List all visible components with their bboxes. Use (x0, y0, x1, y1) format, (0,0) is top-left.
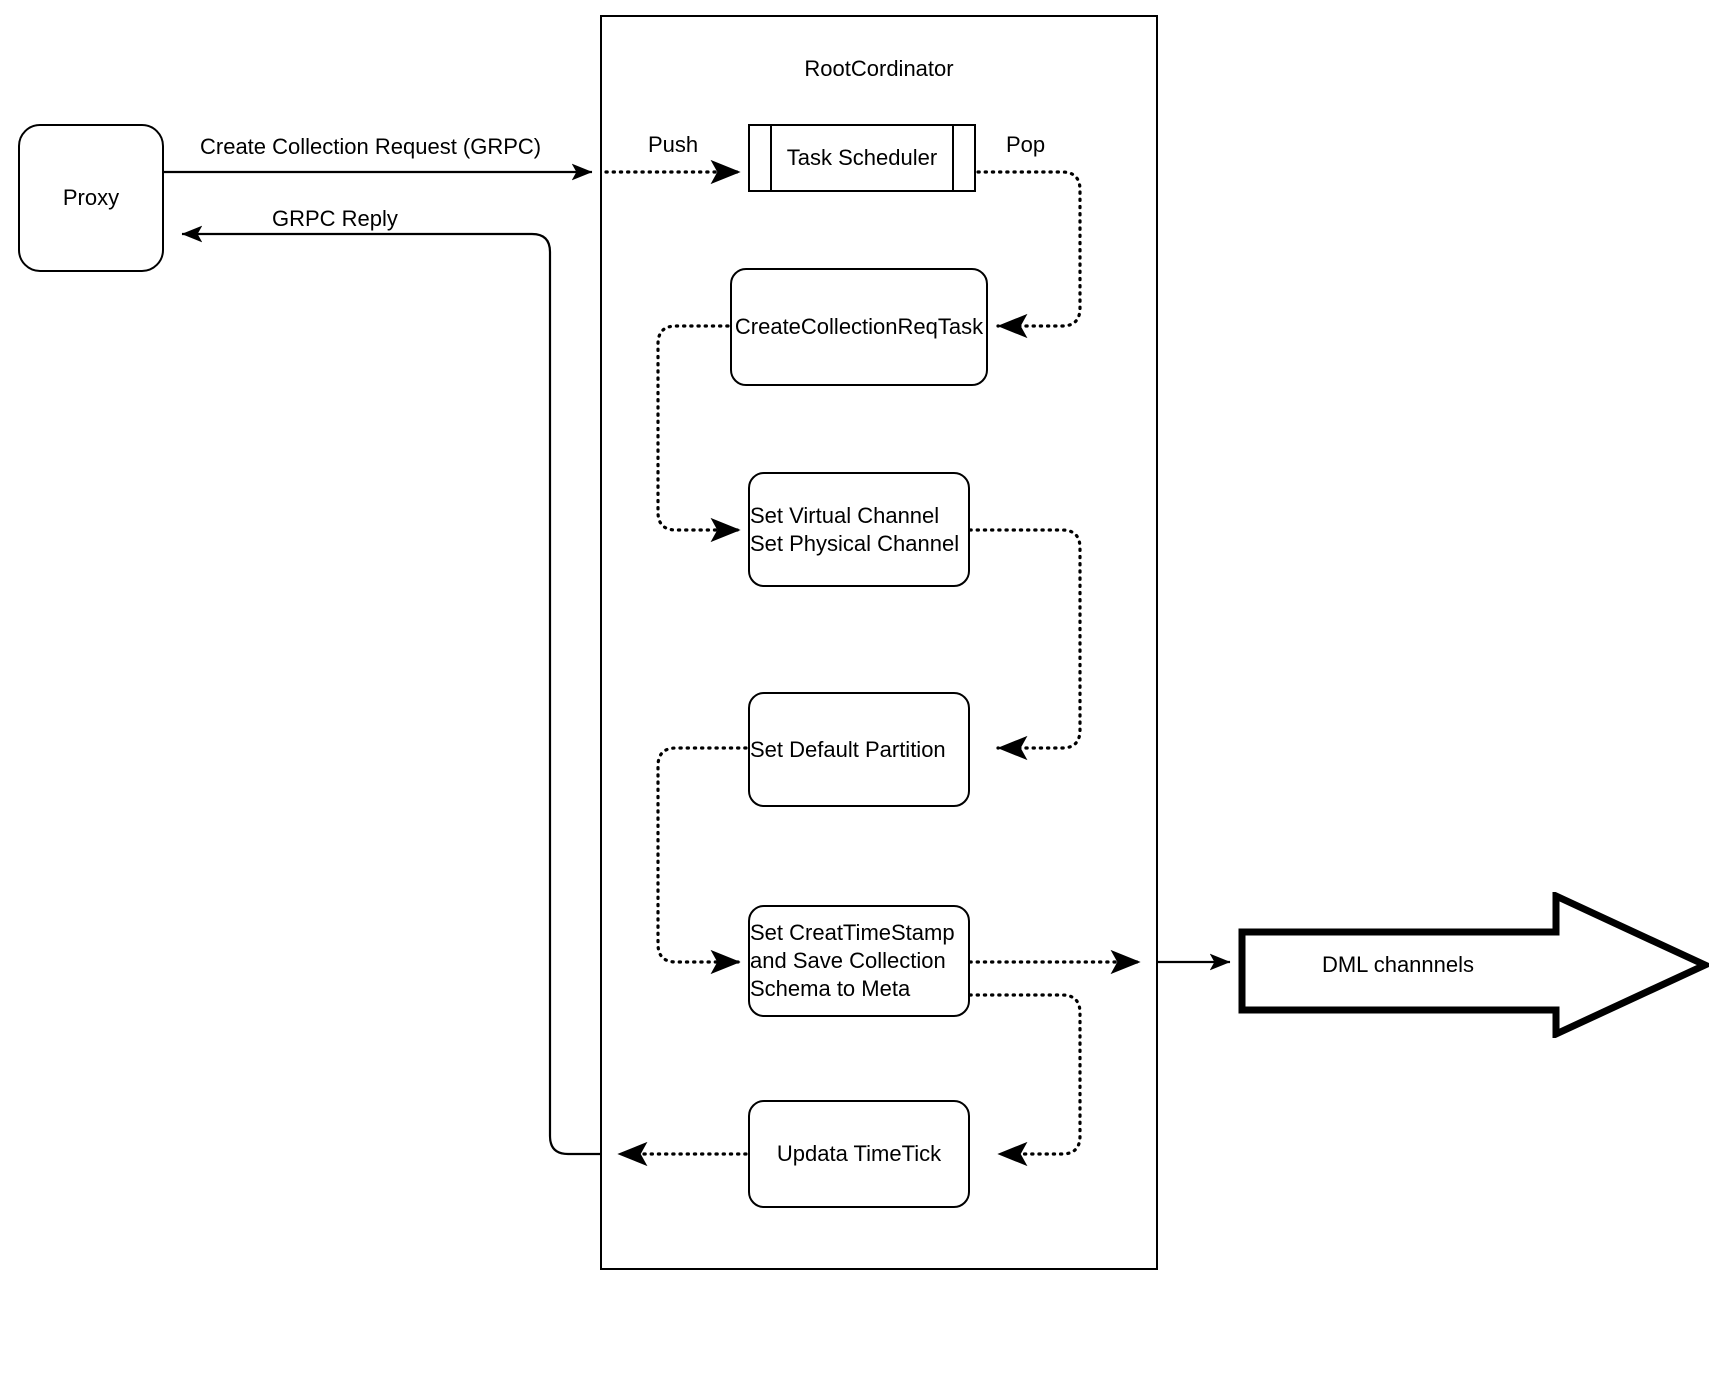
node-set-channels-label-line1: Set Virtual Channel (750, 502, 940, 528)
block-arrow-right-icon (1238, 892, 1709, 1038)
node-set-channels[interactable]: Set Virtual Channel Set Physical Channel (748, 472, 970, 587)
node-updata-timetick[interactable]: Updata TimeTick (748, 1100, 970, 1208)
edge-label-push: Push (648, 132, 699, 157)
node-dml-channels[interactable]: DML channnels (1238, 892, 1709, 1038)
rootcoordinator-container (600, 15, 1158, 1270)
queue-divider-left-icon (770, 126, 772, 190)
rootcoordinator-title: RootCordinator (804, 56, 954, 81)
node-set-channels-label-line2: Set Physical Channel (750, 530, 960, 556)
node-create-collection-req-task[interactable]: CreateCollectionReqTask (730, 268, 988, 386)
node-set-timestamp[interactable]: Set CreatTimeStamp and Save Collection S… (748, 905, 970, 1017)
node-proxy-label: Proxy (62, 184, 120, 210)
node-create-collection-req-task-label: CreateCollectionReqTask (734, 313, 984, 339)
edge-grpc-reply (181, 225, 600, 1156)
edge-label-pop: Pop (1006, 132, 1046, 157)
queue-divider-right-icon (952, 126, 954, 190)
node-set-default-partition-label: Set Default Partition (750, 736, 946, 762)
node-set-timestamp-label-line3: Schema to Meta (750, 976, 911, 1002)
node-updata-timetick-label: Updata TimeTick (776, 1140, 942, 1166)
node-set-timestamp-label-line2: and Save Collection (750, 947, 946, 973)
node-task-scheduler[interactable]: Task Scheduler (748, 124, 976, 192)
node-task-scheduler-label: Task Scheduler (786, 144, 938, 170)
node-set-default-partition[interactable]: Set Default Partition (748, 692, 970, 807)
node-dml-channels-label: DML channnels (1321, 952, 1475, 977)
edge-label-create-collection-request: Create Collection Request (GRPC) (200, 134, 542, 159)
node-set-timestamp-label-line1: Set CreatTimeStamp (750, 919, 955, 945)
node-proxy[interactable]: Proxy (18, 124, 164, 272)
edge-label-grpc-reply: GRPC Reply (272, 206, 398, 231)
